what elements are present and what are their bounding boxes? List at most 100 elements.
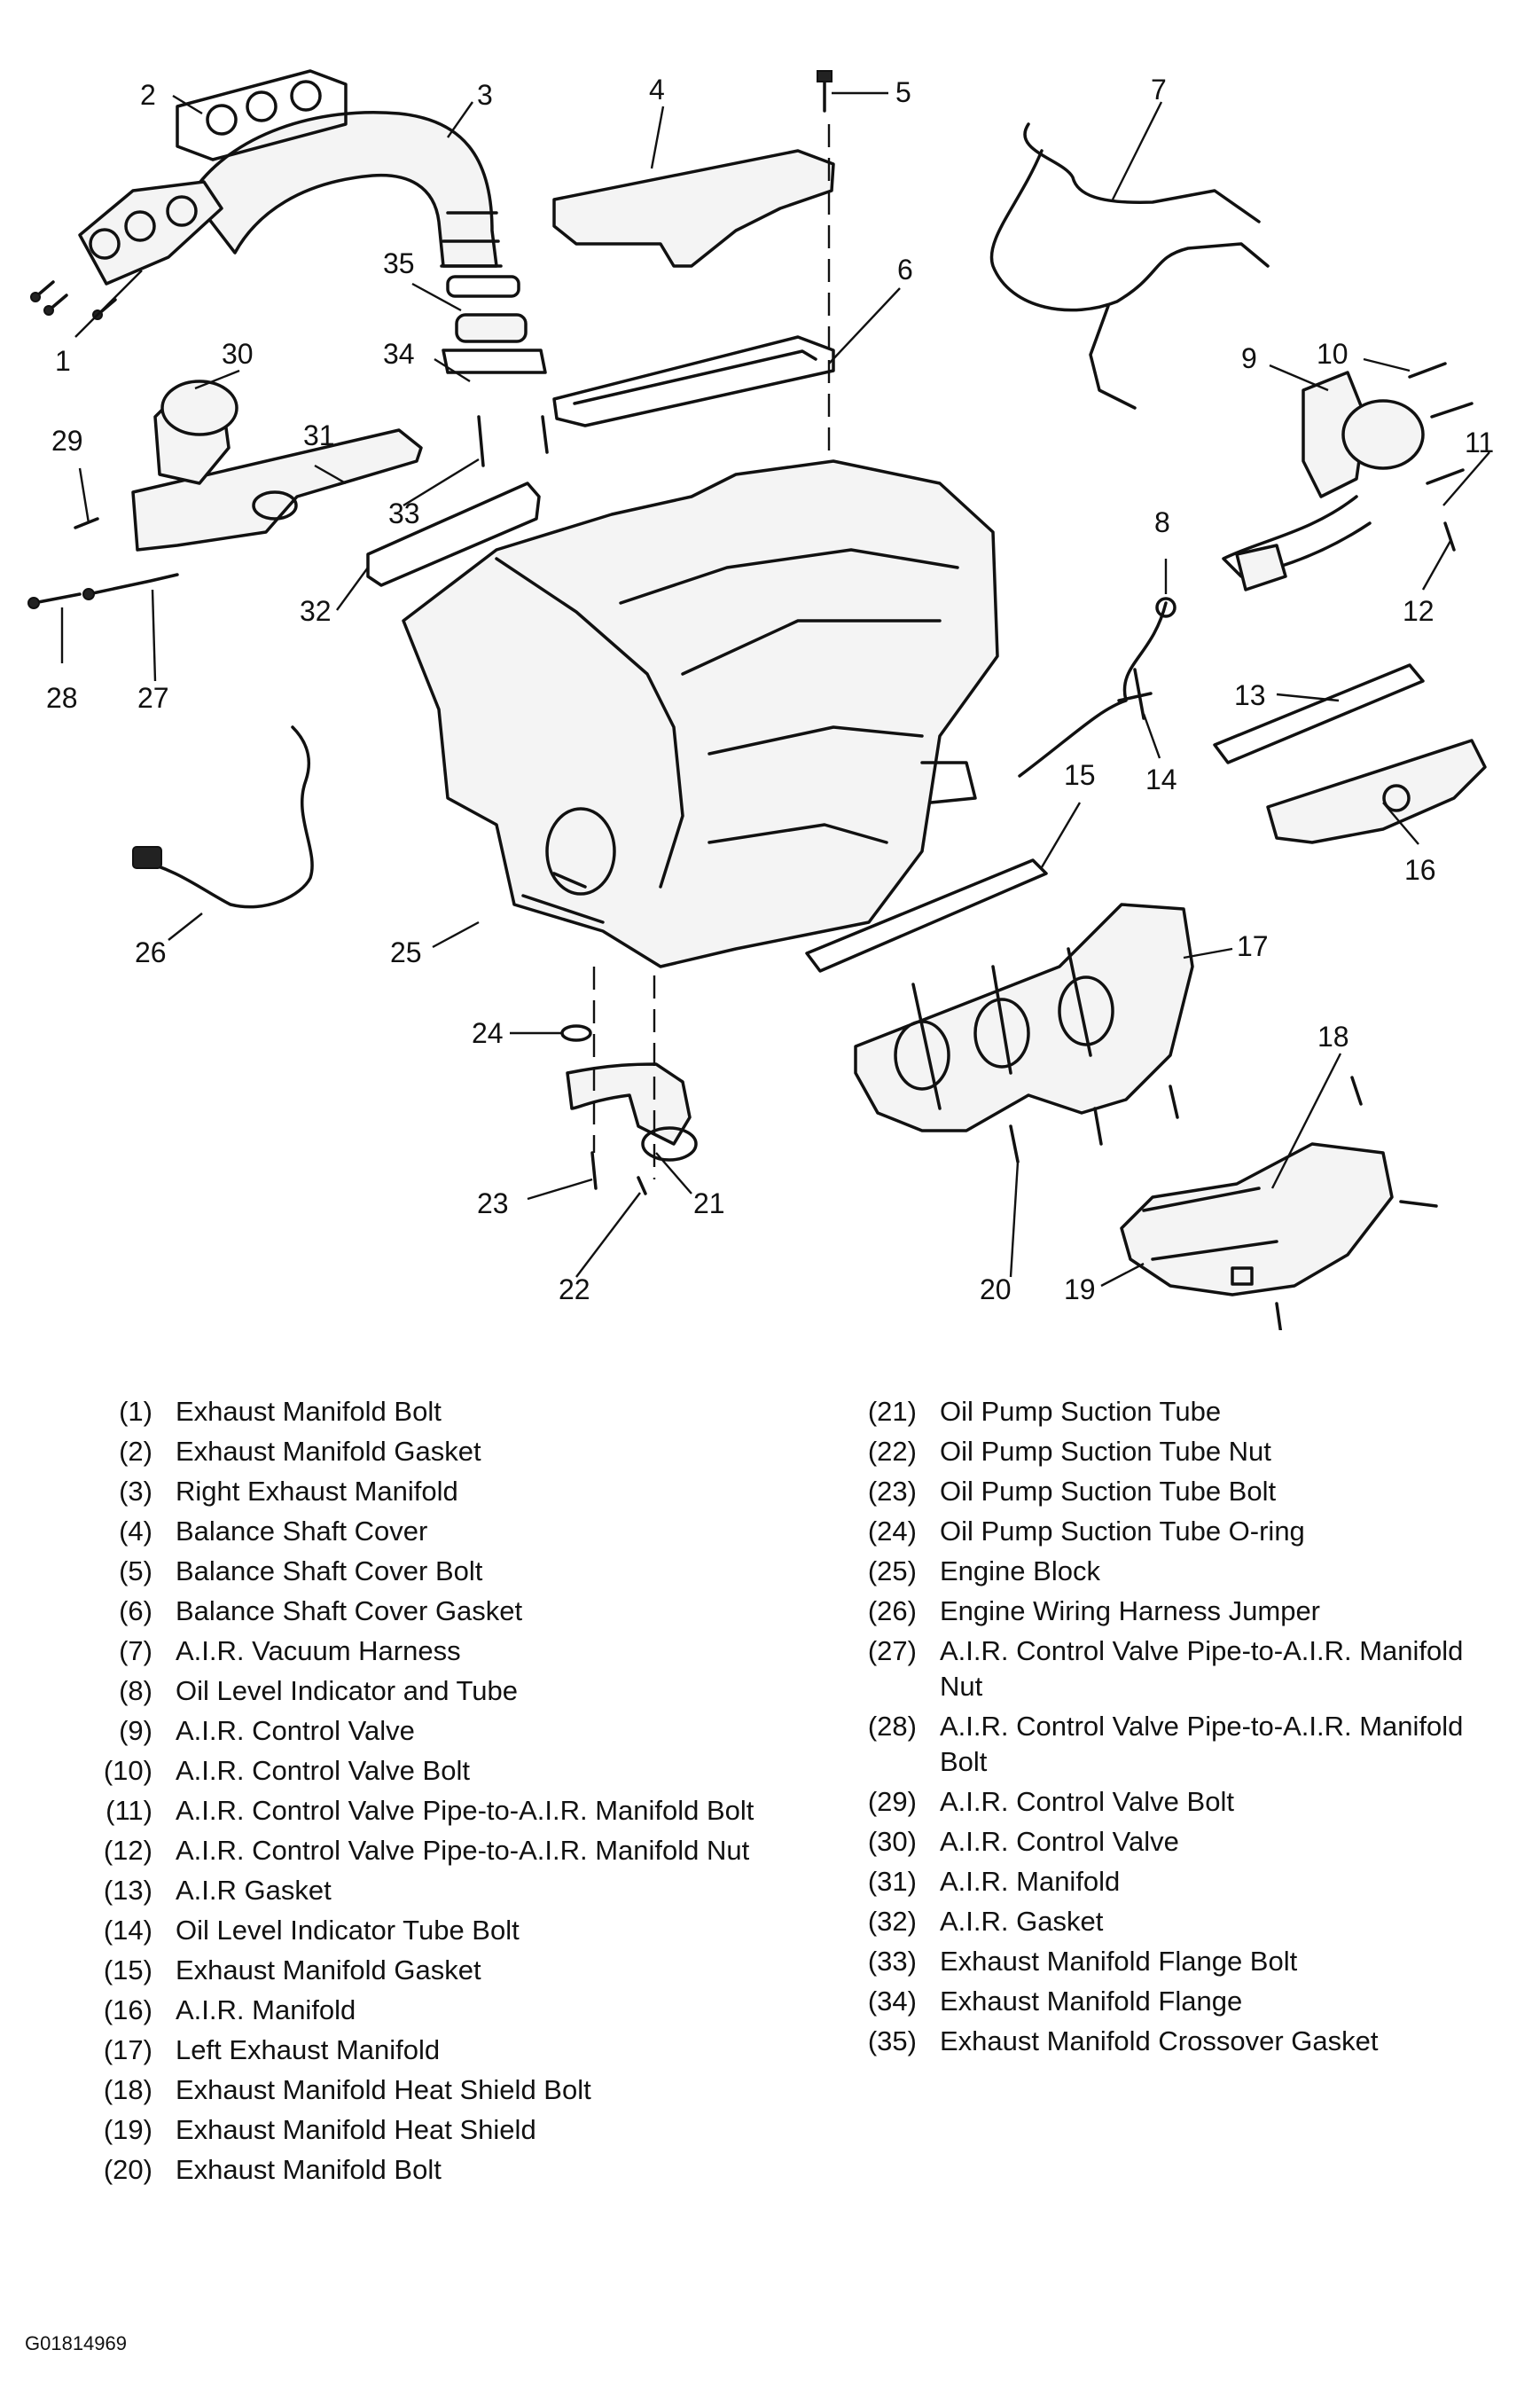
engine-block [402, 459, 999, 968]
legend-item-number: (7) [119, 1635, 152, 1666]
oil-pump-suction-tube [566, 1062, 698, 1162]
legend-item: (32) A.I.R. Gasket [839, 1904, 1513, 1939]
legend-item: (18) Exhaust Manifold Heat Shield Bolt [74, 2072, 784, 2108]
legend-item-label: Exhaust Manifold Flange Bolt [940, 1946, 1298, 1977]
air-manifold-right [1266, 739, 1487, 844]
callout-30: 30 [222, 338, 254, 370]
legend-item-number: (15) [103, 1954, 152, 1986]
legend-item-label: Balance Shaft Cover Gasket [176, 1595, 523, 1626]
legend-item: (13)A.I.R Gasket [74, 1873, 784, 1908]
callout-3: 3 [477, 79, 493, 111]
legend-item-number: (31) [867, 1866, 917, 1897]
legend-item-label: Balance Shaft Cover Bolt [176, 1555, 483, 1586]
legend-item-label: Engine Wiring Harness Jumper [940, 1595, 1321, 1626]
legend-item-number: (34) [867, 1986, 917, 2017]
legend-item-number: (9) [119, 1715, 152, 1746]
air-gasket-left [366, 482, 541, 587]
legend-item: (1)Exhaust Manifold Bolt [74, 1394, 784, 1429]
legend-item-number: (10) [103, 1755, 152, 1786]
legend-item-number: (6) [119, 1595, 152, 1626]
legend-item-label: A.I.R. Control Valve Pipe-to-A.I.R. Mani… [940, 1711, 1464, 1777]
callout-5: 5 [895, 76, 911, 108]
legend-item: (24)Oil Pump Suction Tube O-ring [839, 1514, 1513, 1549]
legend-right-column: (21)Oil Pump Suction Tube(22)Oil Pump Su… [839, 1394, 1513, 2064]
legend-item-label: A.I.R. Control Valve Pipe-to-A.I.R. Mani… [940, 1635, 1464, 1702]
legend-item-number: (25) [867, 1555, 917, 1586]
legend-item-label: A.I.R. Control Valve Pipe-to-A.I.R. Mani… [176, 1835, 750, 1866]
legend-item: (22)Oil Pump Suction Tube Nut [839, 1434, 1513, 1469]
callout-12: 12 [1403, 595, 1434, 627]
legend-item-number: (2) [119, 1436, 152, 1467]
legend-item-label: Exhaust Manifold Crossover Gasket [940, 2025, 1379, 2056]
legend-item-number: (5) [119, 1555, 152, 1586]
callout-8: 8 [1154, 506, 1170, 538]
callout-9: 9 [1241, 342, 1257, 374]
balance-shaft-cover [552, 149, 835, 268]
callout-27: 27 [137, 682, 169, 714]
legend-item: (6) Balance Shaft Cover Gasket [74, 1594, 784, 1629]
legend-item-number: (11) [106, 1795, 152, 1826]
legend-item-label: A.I.R. Manifold [176, 1994, 356, 2025]
legend-item: (11) A.I.R. Control Valve Pipe-to-A.I.R. … [74, 1793, 784, 1829]
air-control-valve-bolts-right [1408, 362, 1474, 552]
callout-23: 23 [477, 1187, 509, 1219]
legend-item-number: (30) [867, 1826, 917, 1857]
exploded-engine-diagram: 1 2 3 4 5 6 7 8 9 10 11 12 13 14 15 16 1… [27, 69, 1494, 1330]
legend-item-number: (21) [867, 1396, 917, 1427]
legend-item: (17)Left Exhaust Manifold [74, 2033, 784, 2068]
legend-item-number: (23) [867, 1476, 917, 1507]
air-gasket-right [1213, 663, 1425, 764]
legend-item-number: (1) [119, 1396, 152, 1427]
harness-connector [132, 846, 162, 869]
legend-item-label: A.I.R Gasket [176, 1875, 332, 1906]
legend-item: (33)Exhaust Manifold Flange Bolt [839, 1944, 1513, 1979]
legend-item-label: Oil Level Indicator and Tube [176, 1675, 519, 1706]
legend-item: (23) Oil Pump Suction Tube Bolt [839, 1474, 1513, 1509]
air-control-valve-right [1222, 371, 1425, 591]
legend-item-number: (20) [103, 2154, 152, 2185]
legend-item-number: (26) [867, 1595, 917, 1626]
callout-31: 31 [303, 419, 335, 451]
callout-6: 6 [897, 254, 913, 286]
legend-item-number: (27) [867, 1635, 917, 1666]
legend-item-label: A.I.R. Vacuum Harness [176, 1635, 461, 1666]
oil-pump-suction-tube-o-ring [560, 1024, 592, 1042]
legend-item: (5) Balance Shaft Cover Bolt [74, 1554, 784, 1589]
legend-item: (27) A.I.R. Control Valve Pipe-to-A.I.R. … [839, 1633, 1513, 1704]
balance-shaft-cover-bolt [817, 70, 833, 113]
legend-item-label: A.I.R. Control Valve Bolt [176, 1755, 470, 1786]
legend-left-column: (1)Exhaust Manifold Bolt(2)Exhaust Manif… [74, 1394, 784, 2192]
figure-id: G01814969 [25, 2332, 127, 2354]
oil-pump-suction-tube-nut [637, 1176, 647, 1195]
legend-item-label: Oil Pump Suction Tube Bolt [940, 1476, 1277, 1507]
legend-item-label: A.I.R. Control Valve [176, 1715, 415, 1746]
legend-item-number: (32) [867, 1906, 917, 1937]
callout-28: 28 [46, 682, 78, 714]
callout-16: 16 [1404, 854, 1436, 886]
legend-item-label: A.I.R. Control Valve Pipe-to-A.I.R. Mani… [176, 1795, 754, 1826]
legend-item-number: (4) [119, 1516, 152, 1547]
legend-item-number: (8) [119, 1675, 152, 1706]
legend-item-number: (16) [103, 1994, 152, 2025]
legend-item: (7) A.I.R. Vacuum Harness [74, 1633, 784, 1669]
legend-item-number: (22) [867, 1436, 917, 1467]
legend-item-label: Exhaust Manifold Bolt [176, 2154, 442, 2185]
legend-item-number: (35) [867, 2025, 917, 2056]
callout-7: 7 [1151, 74, 1167, 106]
legend-item-label: A.I.R. Gasket [940, 1906, 1104, 1937]
callout-17: 17 [1237, 930, 1269, 962]
legend-item: (21)Oil Pump Suction Tube [839, 1394, 1513, 1429]
heat-shield-bolts [1275, 1076, 1438, 1330]
legend-item: (19)Exhaust Manifold Heat Shield [74, 2112, 784, 2148]
legend-item-number: (18) [103, 2074, 152, 2105]
legend-item-label: Exhaust Manifold Heat Shield Bolt [176, 2074, 591, 2105]
legend-item: (31)A.I.R. Manifold [839, 1864, 1513, 1899]
callout-15: 15 [1064, 759, 1096, 791]
legend-item: (30)A.I.R. Control Valve [839, 1824, 1513, 1860]
engine-wiring-harness-jumper [136, 725, 314, 909]
legend-item: (9) A.I.R. Control Valve [74, 1713, 784, 1749]
callout-25: 25 [390, 936, 422, 968]
legend-item-label: A.I.R. Control Valve Bolt [940, 1786, 1234, 1817]
legend-item-label: Exhaust Manifold Gasket [176, 1436, 481, 1467]
legend-item: (16) A.I.R. Manifold [74, 1993, 784, 2028]
